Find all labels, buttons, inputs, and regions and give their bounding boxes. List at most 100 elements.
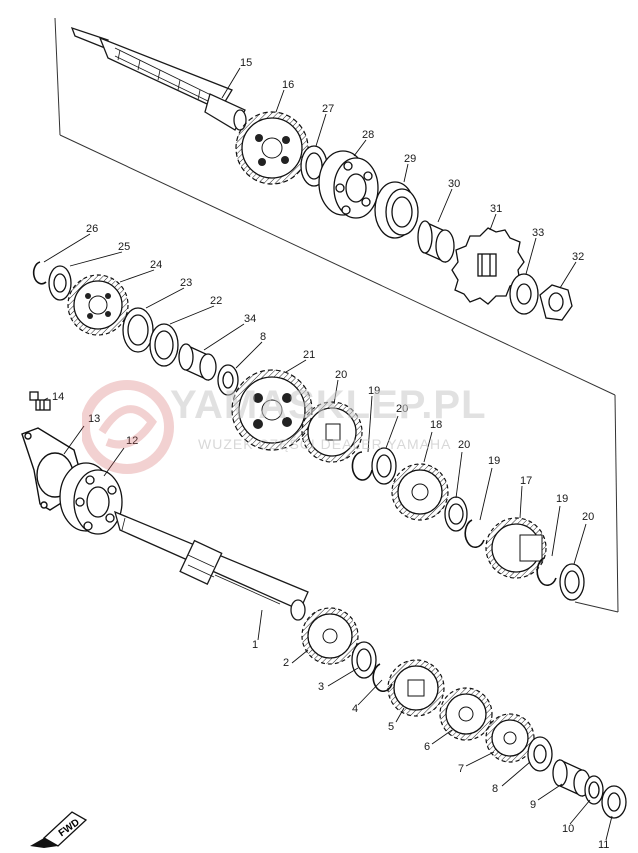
leader-line-7 xyxy=(465,751,495,767)
leader-line-2 xyxy=(291,649,309,664)
washer-23 xyxy=(149,323,179,367)
callout-16: 16 xyxy=(282,79,294,91)
washer-20-a xyxy=(371,447,397,485)
circlip-19-b xyxy=(464,519,485,549)
gear-5 xyxy=(387,659,445,717)
leader-line-20 xyxy=(385,415,399,449)
leader-line-26 xyxy=(43,233,91,263)
leader-line-11 xyxy=(605,815,613,841)
callout-29: 29 xyxy=(404,153,416,165)
callout-33: 33 xyxy=(532,227,544,239)
callout-20: 20 xyxy=(335,369,347,381)
washer-10 xyxy=(584,775,604,805)
leader-line-21 xyxy=(285,359,307,373)
gear-6 xyxy=(439,687,493,741)
leader-line-19 xyxy=(367,395,373,453)
fwd-direction-badge: FWD xyxy=(30,811,88,848)
leader-line-20 xyxy=(455,451,463,499)
callout-31: 31 xyxy=(490,203,502,215)
gear-7 xyxy=(485,713,535,763)
callout-19: 19 xyxy=(368,385,380,397)
gear-16 xyxy=(235,111,309,185)
leader-line-25 xyxy=(69,251,123,267)
gear-17 xyxy=(485,517,547,579)
callout-5: 5 xyxy=(388,721,394,733)
leader-line-27 xyxy=(315,113,327,147)
callout-19: 19 xyxy=(488,455,500,467)
callout-22: 22 xyxy=(210,295,222,307)
washer-20-b xyxy=(444,496,468,532)
frame-lines xyxy=(54,17,619,613)
callout-11: 11 xyxy=(598,839,609,848)
callout-34: 34 xyxy=(244,313,256,325)
leader-line-20 xyxy=(573,523,587,565)
callout-18: 18 xyxy=(430,419,442,431)
circlip-19-c xyxy=(536,557,557,587)
leader-line-8 xyxy=(501,761,531,787)
leader-line-12 xyxy=(103,447,125,477)
leader-line-33 xyxy=(525,237,537,275)
callout-14: 14 xyxy=(52,391,64,403)
watermark-title: YAMASKLEP.PL xyxy=(170,383,487,427)
callout-24: 24 xyxy=(150,259,162,271)
callout-6: 6 xyxy=(424,741,430,753)
leader-line-13 xyxy=(63,425,85,455)
callout-13: 13 xyxy=(88,413,100,425)
washer-26 xyxy=(48,265,72,301)
bushing-9-lower xyxy=(552,758,591,798)
callout-10: 10 xyxy=(562,823,574,835)
gear-22 xyxy=(231,369,313,451)
leader-line-30 xyxy=(437,188,453,223)
callout-3: 3 xyxy=(318,681,324,693)
leader-line-29 xyxy=(403,163,409,183)
callout-30: 30 xyxy=(448,178,460,190)
leader-line-17 xyxy=(519,485,523,519)
leader-line-9 xyxy=(537,783,563,801)
callout-2: 2 xyxy=(283,657,289,669)
washer-20-c xyxy=(559,563,585,601)
leader-line-16 xyxy=(275,89,285,113)
gear-21 xyxy=(301,401,363,463)
callout-8: 8 xyxy=(260,331,266,343)
oil-seal-30 xyxy=(374,181,419,239)
lock-washer-34 xyxy=(509,273,539,315)
callout-20: 20 xyxy=(396,403,408,415)
collar-31 xyxy=(417,220,455,264)
bolt-14 xyxy=(29,391,51,411)
leader-line-5 xyxy=(395,707,405,723)
callout-20: 20 xyxy=(458,439,470,451)
callout-9: 9 xyxy=(530,799,536,811)
gear-18 xyxy=(391,463,449,521)
leader-line-22 xyxy=(169,305,215,325)
gear-2 xyxy=(301,607,359,665)
leader-lines xyxy=(43,67,613,841)
washer-8-lower xyxy=(527,736,553,772)
leader-line-10 xyxy=(569,799,591,825)
callout-19: 19 xyxy=(556,493,568,505)
leader-line-20 xyxy=(333,379,339,405)
callout-21: 21 xyxy=(303,349,315,361)
callout-labels: 1234567891011121314151617181919192020202… xyxy=(52,57,609,851)
leader-line-8 xyxy=(235,341,263,369)
callout-28: 28 xyxy=(362,129,374,141)
callout-27: 27 xyxy=(322,103,334,115)
nut-33 xyxy=(539,284,573,321)
callout-12: 12 xyxy=(126,435,138,447)
circlip-19-a xyxy=(351,451,373,481)
callout-26: 26 xyxy=(86,223,98,235)
main-axle-shaft-1 xyxy=(114,510,309,621)
leader-line-34 xyxy=(203,323,245,351)
callout-7: 7 xyxy=(458,763,464,775)
leader-line-6 xyxy=(431,729,453,745)
bearing-29 xyxy=(318,150,379,219)
callout-15: 15 xyxy=(240,57,252,69)
bearing-12 xyxy=(59,462,123,535)
callout-25: 25 xyxy=(118,241,130,253)
leader-line-23 xyxy=(145,287,185,309)
leader-line-3 xyxy=(327,667,359,687)
leader-line-1 xyxy=(257,609,263,641)
leader-line-18 xyxy=(423,431,433,463)
callout-8: 8 xyxy=(492,783,498,795)
